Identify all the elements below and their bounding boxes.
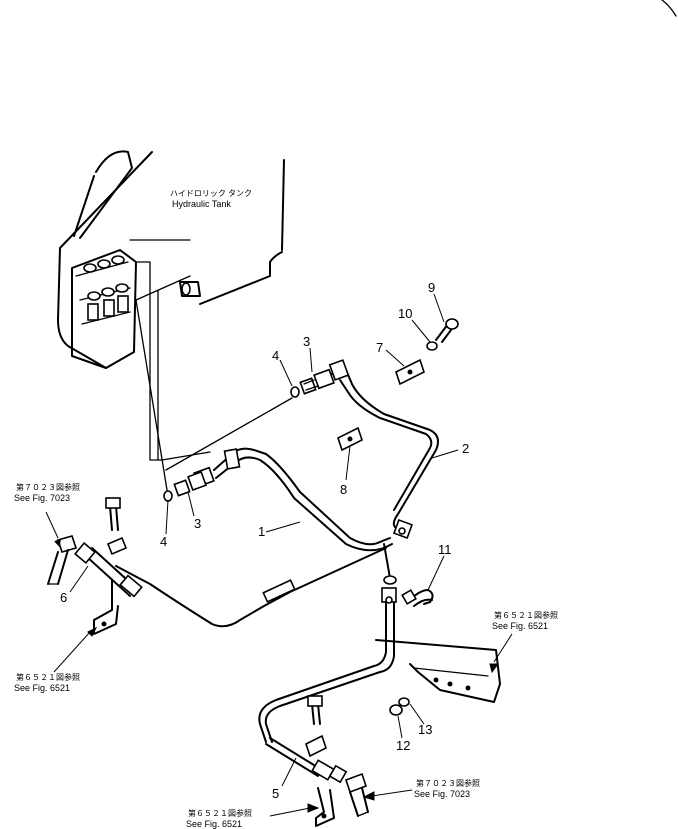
tank-line-diag xyxy=(165,397,293,471)
part-number-3-upper: 3 xyxy=(303,334,310,349)
pipe-1 xyxy=(193,447,397,585)
tank-label-en: Hydraulic Tank xyxy=(172,199,231,209)
pipe-5 xyxy=(258,587,397,827)
fitting-3-lower xyxy=(173,471,207,497)
part-number-4-lower: 4 xyxy=(160,534,167,549)
hydraulic-tank xyxy=(57,150,285,461)
washer-10 xyxy=(426,341,438,351)
ref-left-top-jp: 第７０２３図参照 xyxy=(16,482,80,492)
hose-6-sleeve xyxy=(262,579,296,603)
corner-mark xyxy=(661,0,677,17)
bolt-9 xyxy=(435,318,459,343)
washer-13 xyxy=(398,697,410,707)
tank-label-jp: ハイドロリック タンク xyxy=(170,189,252,198)
part-number-12: 12 xyxy=(396,738,410,753)
part-number-3-lower: 3 xyxy=(194,516,201,531)
pipe-2 xyxy=(328,359,439,539)
leader-lines xyxy=(69,293,459,787)
part-number-11: 11 xyxy=(438,542,452,557)
oring-4-upper xyxy=(290,386,300,398)
part-number-9: 9 xyxy=(428,280,435,295)
reference-arrows xyxy=(45,511,513,817)
tank-line-lower xyxy=(161,451,211,461)
part-6-assembly xyxy=(47,497,143,635)
clamp-7 xyxy=(395,358,425,386)
ref-left-top-en: See Fig. 7023 xyxy=(14,493,70,503)
tank-line-left xyxy=(135,299,169,497)
part-number-13: 13 xyxy=(418,722,432,737)
right-bracket xyxy=(375,639,501,703)
nut-12 xyxy=(389,704,403,716)
part-number-7: 7 xyxy=(376,340,383,355)
ref-bottom-right-en: See Fig. 7023 xyxy=(414,789,470,799)
fitting-11 xyxy=(401,589,434,607)
oring-4-lower xyxy=(163,490,173,502)
ref-right-mid-jp: 第６５２１図参照 xyxy=(494,610,558,620)
part-number-4-upper: 4 xyxy=(272,348,279,363)
part-number-8: 8 xyxy=(340,482,347,497)
ref-bottom-right-jp: 第７０２３図参照 xyxy=(416,778,480,788)
part-number-5: 5 xyxy=(272,786,279,801)
ref-bottom-center-en: See Fig. 6521 xyxy=(186,819,242,829)
clamp-8 xyxy=(337,426,363,452)
ref-left-bottom-jp: 第６５２１図参照 xyxy=(16,672,80,682)
part-number-6: 6 xyxy=(60,590,67,605)
ref-bottom-center-jp: 第６５２１図参照 xyxy=(188,808,252,818)
hose-6-line xyxy=(115,547,387,628)
part-number-2: 2 xyxy=(462,441,469,456)
ref-right-mid-en: See Fig. 6521 xyxy=(492,621,548,631)
ref-left-bottom-en: See Fig. 6521 xyxy=(14,683,70,693)
fitting-3-upper xyxy=(299,368,335,395)
part-number-1: 1 xyxy=(258,524,265,539)
part-number-10: 10 xyxy=(398,306,412,321)
